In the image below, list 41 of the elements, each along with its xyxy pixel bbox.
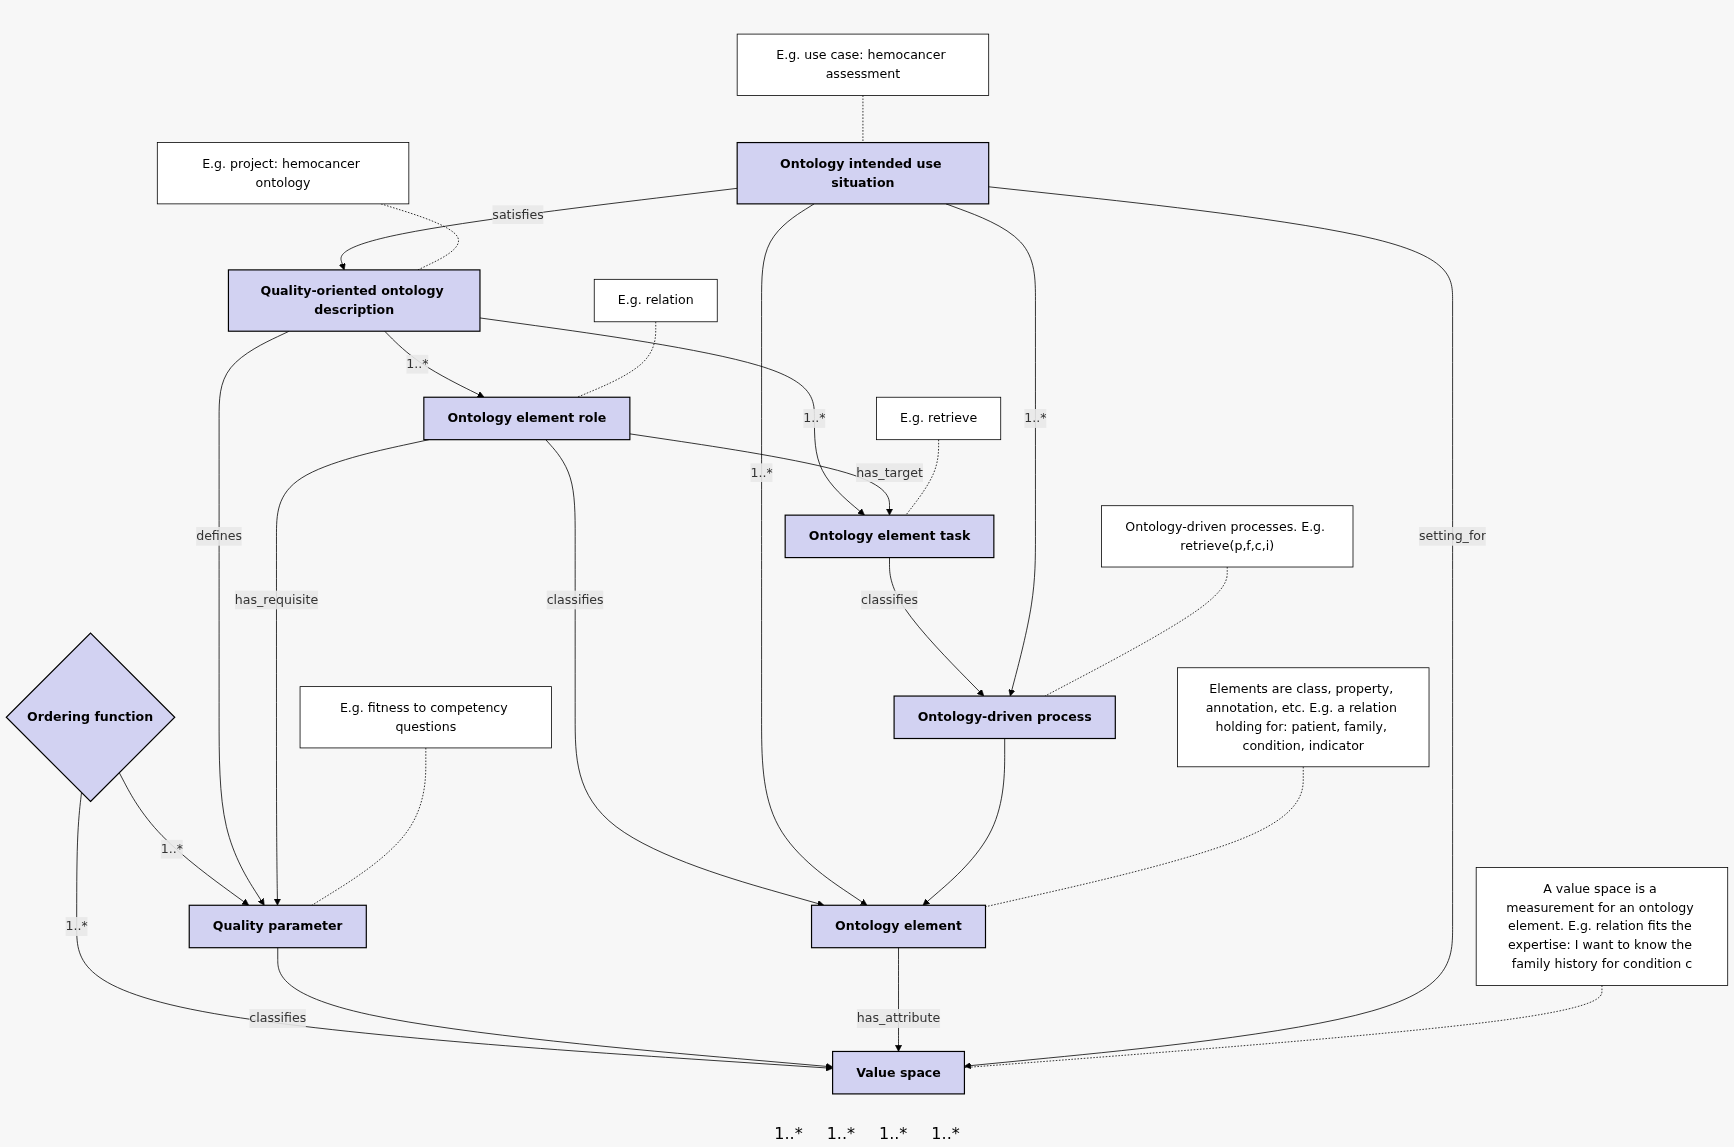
connector [985, 766, 1304, 908]
node-box: A value space is a measurement for an ontology element. E.g. relation fits the expertise: I want to know the family history for condition c [1475, 867, 1729, 986]
node-box: Ontology element [810, 904, 987, 949]
node-box: Quality-oriented ontology description [227, 269, 481, 332]
edge-label: 1..* [406, 356, 429, 372]
multiplicity-label: 1..* [879, 1124, 908, 1143]
node-box: E.g. relation [593, 278, 718, 323]
multiplicity-label: 1..* [931, 1124, 960, 1143]
node-diamond: Ordering function [5, 632, 176, 803]
node-box: Quality parameter [188, 904, 367, 949]
multiplicity-label: 1..* [826, 1124, 855, 1143]
node-box: Ontology-driven process [893, 695, 1116, 740]
node-box: E.g. retrieve [876, 396, 1002, 441]
node-box: Ontology intended use situation [736, 141, 990, 205]
edge-label: setting_for [1419, 528, 1487, 544]
connector [905, 439, 939, 516]
node-box: E.g. use case: hemocancer assessment [736, 33, 990, 96]
edge-label: 1..* [65, 918, 88, 934]
node-box: Ontology element role [423, 396, 631, 441]
connector [862, 95, 864, 143]
node-box: Ontology element task [784, 514, 995, 559]
edge-label: defines [196, 528, 243, 544]
edge-label: 1..* [160, 841, 184, 857]
multiplicity-label: 1..* [774, 1124, 803, 1143]
edge-label: 1..* [750, 464, 773, 480]
edge-label: has_requisite [234, 592, 319, 608]
connector [576, 321, 657, 398]
edge-label: 1..* [1024, 410, 1047, 426]
node-box: E.g. project: hemocancer ontology [156, 142, 410, 205]
node-box: Elements are class, property, annotation, etc. E.g. a relation holding for: patient, family, condition, indicator [1177, 667, 1430, 768]
edge-label: has_target [856, 464, 923, 480]
connector [311, 747, 427, 906]
edge-label: classifies [546, 592, 604, 608]
node-box: Ontology-driven processes. E.g. retrieve(p,f,c,i) [1101, 505, 1354, 568]
edge-label: 1..* [803, 410, 826, 426]
edge-label: has_attribute [856, 1010, 941, 1026]
node-box: E.g. fitness to competency questions [299, 686, 552, 749]
node-box: Value space [832, 1050, 965, 1095]
edge-label: classifies [249, 1010, 307, 1026]
edge-label: satisfies [492, 206, 544, 222]
edge-label: classifies [861, 592, 918, 608]
